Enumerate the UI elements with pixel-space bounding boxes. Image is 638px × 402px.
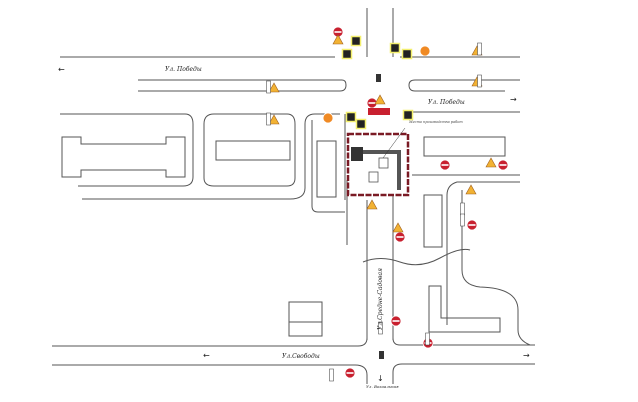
- road-signs: [266, 26, 509, 382]
- street-label-pobedy-east: Ул. Победы: [428, 99, 465, 106]
- street-label-svobody: Ул.Свободы: [282, 353, 320, 360]
- road-works-sign-icon: [374, 94, 386, 105]
- street-label-sadovaya: Ул.Средне-Садовая: [377, 268, 384, 330]
- road-works-sign-icon: [332, 34, 344, 45]
- distance-plate: [460, 213, 465, 227]
- distance-plate: [477, 74, 482, 88]
- distance-plate: [266, 80, 271, 94]
- work-zone-trench-2: [397, 150, 401, 190]
- building-west: [61, 136, 186, 178]
- road-works-sign-icon: [366, 199, 378, 210]
- distance-plate: [425, 332, 430, 346]
- work-site-label: Место производства работ: [408, 120, 463, 124]
- boundary-line: [362, 248, 471, 266]
- no-entry-bar: [334, 31, 342, 33]
- vehicle-icon: [378, 157, 389, 169]
- pedestrian-crossing-sign-icon: [345, 111, 357, 123]
- road-works-sign-icon: [485, 157, 497, 168]
- traffic-light-icon: [376, 74, 381, 82]
- svobody-north-west: [52, 337, 368, 347]
- side-road-south: [446, 181, 520, 325]
- distance-plate: [378, 321, 383, 335]
- traffic-light-icon: [379, 351, 384, 359]
- arrow-east-icon: →: [510, 95, 517, 104]
- work-zone-fence: [346, 132, 410, 197]
- road-works-sign-icon: [268, 82, 280, 93]
- building-east: [423, 136, 506, 157]
- no-entry-bar: [392, 320, 400, 322]
- no-entry-bar: [468, 224, 476, 226]
- pedestrian-crossing-sign-icon: [341, 48, 353, 60]
- road-works-sign-icon: [392, 222, 404, 233]
- svobody-south-west: [52, 364, 368, 384]
- pedestrian-crossing-sign-icon: [355, 118, 367, 130]
- arrow-west-icon: ←: [58, 65, 65, 74]
- side-road-curve: [461, 190, 531, 346]
- arrow-south-icon: ↓: [377, 374, 384, 383]
- building-middle: [215, 140, 291, 161]
- vehicle-icon: [368, 171, 379, 183]
- road-works-sign-icon: [465, 184, 477, 195]
- street-labels: Ул. Победы Ул. Победы Ул.Свободы Ул.Сред…: [165, 66, 465, 389]
- no-turn-sign-icon: [419, 45, 431, 57]
- road-works-sign-icon: [268, 114, 280, 125]
- work-zone-trench: [363, 150, 400, 154]
- detour-chevron-sign-icon: [368, 108, 390, 115]
- pedestrian-crossing-sign-icon: [350, 35, 362, 47]
- no-entry-bar: [346, 372, 354, 374]
- no-entry-bar: [441, 164, 449, 166]
- pobedy-median-west: [138, 79, 347, 92]
- pedestrian-crossing-sign-icon: [389, 42, 401, 54]
- work-zone: [346, 127, 410, 197]
- work-zone-hatch: [351, 147, 363, 161]
- svobody-north-east: [392, 337, 535, 346]
- distance-plate: [460, 202, 465, 216]
- no-turn-sign-icon: [322, 112, 334, 124]
- building-south: [428, 285, 501, 333]
- pedestrian-crossing-sign-icon: [402, 109, 414, 121]
- block-west: [60, 113, 194, 187]
- building-southeast: [423, 194, 443, 248]
- leader-line: [382, 127, 406, 159]
- street-label-vokzalnaya: Ул. Вокзальная: [366, 384, 399, 389]
- distance-plate: [266, 112, 271, 126]
- pobedy-median-east: [408, 79, 520, 92]
- building-sadovaya: [316, 140, 337, 198]
- distance-plate: [477, 42, 482, 56]
- direction-arrows: ← → ← → ↓: [58, 65, 530, 383]
- no-entry-bar: [499, 164, 507, 166]
- street-label-pobedy-west: Ул. Победы: [165, 66, 202, 73]
- no-entry-bar: [368, 102, 376, 104]
- arrow-east-icon: →: [523, 351, 530, 360]
- service-road: [82, 113, 340, 200]
- block-middle: [203, 113, 296, 187]
- pedestrian-crossing-sign-icon: [401, 48, 413, 60]
- arrow-west-icon: ←: [203, 351, 210, 360]
- svobody-south-east: [392, 363, 535, 384]
- no-entry-bar: [396, 236, 404, 238]
- service-road-2: [311, 120, 345, 213]
- building-southwest: [288, 301, 323, 337]
- distance-plate: [329, 368, 334, 382]
- roads: [52, 8, 535, 384]
